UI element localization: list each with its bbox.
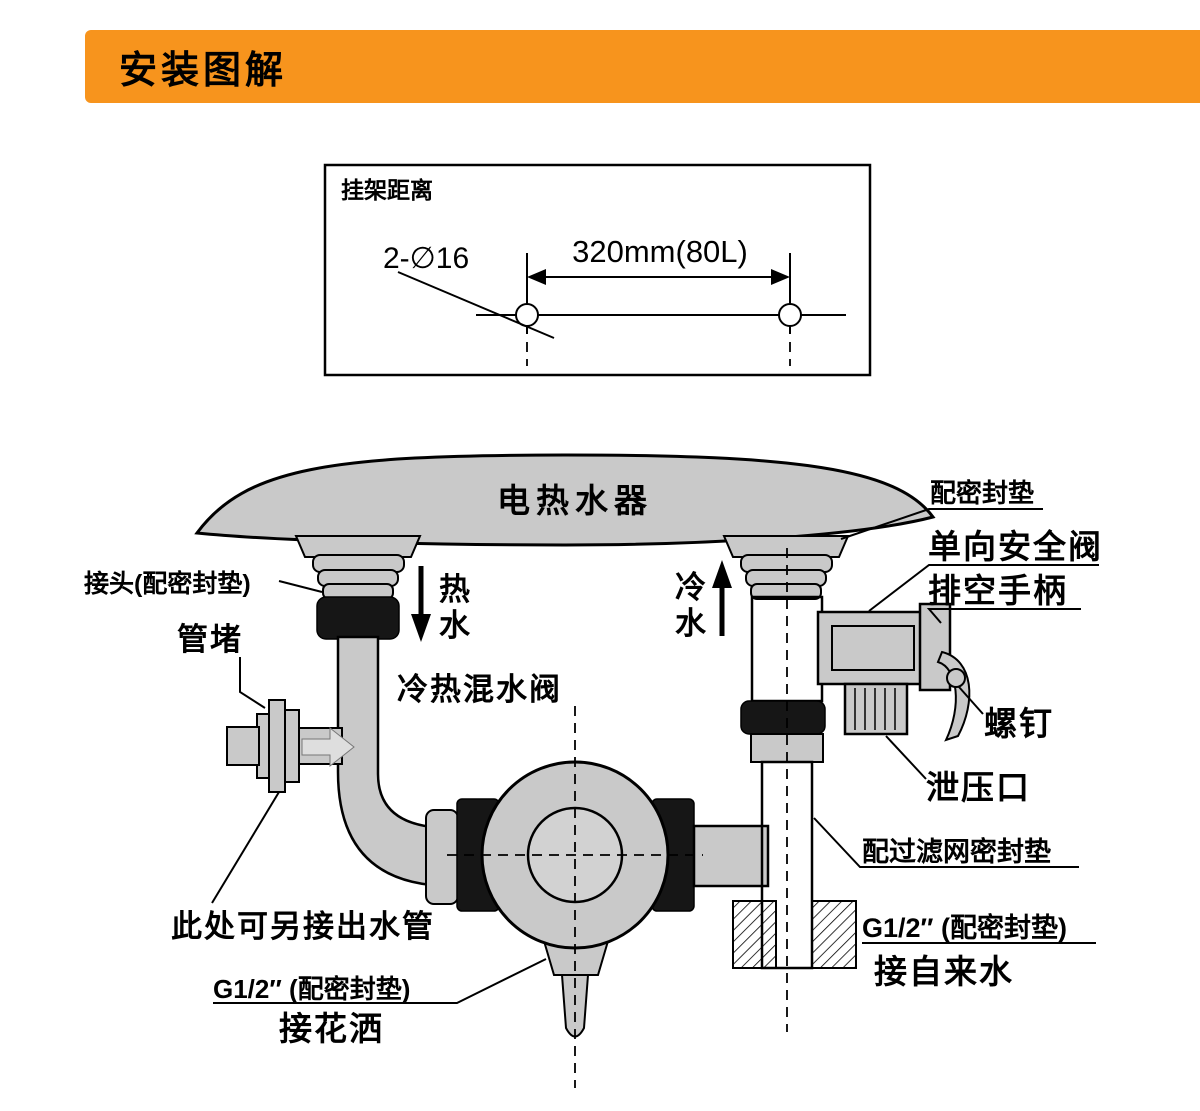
safety-valve-horizontal-body — [816, 610, 932, 686]
water-heater: 电热水器 — [194, 453, 936, 547]
water-heater-shell — [194, 453, 936, 547]
hot-gasket — [316, 596, 400, 640]
cold-water-connection — [722, 535, 971, 1032]
relief-port-label: 泄压口 — [926, 769, 1031, 806]
hot-pipe-union — [425, 809, 459, 905]
handle-screw — [946, 668, 966, 688]
shower-spec-label: G1/2″ (配密封垫) — [213, 974, 410, 1004]
alt-outlet-label: 此处可另接出水管 — [171, 909, 435, 944]
valve-to-cold-pipe — [692, 824, 770, 888]
holes-leader-line — [397, 271, 555, 339]
section-header-bar: 安装图解 — [85, 30, 1200, 103]
distance-dimension-label: 320mm(80L) — [572, 234, 748, 269]
gasket-top-label: 配密封垫 — [930, 478, 1034, 508]
mixing-valve — [447, 706, 770, 1088]
hot-label-1: 热 — [439, 572, 472, 607]
leader-lines — [211, 508, 1099, 1004]
cold-gasket — [740, 700, 826, 735]
cold-label-2: 水 — [675, 606, 708, 641]
dimension-arrow — [527, 269, 790, 285]
wall-fitting-right — [811, 900, 857, 969]
shower-label: 接花洒 — [279, 1010, 384, 1047]
pressure-relief-port — [843, 682, 909, 736]
mixing-valve-label: 冷热混水阀 — [397, 672, 562, 707]
tap-water-label: 接自来水 — [874, 953, 1014, 990]
connector-label: 接头(配密封垫) — [84, 569, 251, 598]
check-valve-label: 单向安全阀 — [928, 528, 1103, 565]
filter-gasket-label: 配过滤网密封垫 — [862, 836, 1051, 867]
hot-label-2: 水 — [439, 608, 472, 643]
drain-handle-lever — [936, 650, 971, 742]
cold-flange — [722, 535, 850, 558]
right-mounting-hole — [778, 303, 802, 327]
bracket-box-title: 挂架距离 — [341, 177, 433, 203]
tap-spec-label: G1/2″ (配密封垫) — [862, 912, 1067, 943]
shower-outlet-tube — [560, 974, 590, 1038]
page-title: 安装图解 — [119, 50, 288, 92]
water-heater-label: 电热水器 — [497, 482, 653, 519]
plug-head — [226, 726, 260, 766]
cold-label-1: 冷 — [675, 570, 708, 605]
pipe-plug-assembly — [226, 699, 355, 793]
wall-fitting-left — [732, 900, 777, 969]
bracket-distance-box: 挂架距离 2-∅16 320mm(80L) — [323, 163, 872, 377]
screw-label: 螺钉 — [984, 705, 1054, 742]
hot-water-arrow — [411, 566, 431, 642]
hot-water-pipe — [336, 635, 464, 905]
flow-direction-arrow — [301, 726, 355, 768]
safety-valve-faceplate — [831, 625, 915, 671]
hot-water-connection — [294, 535, 422, 640]
bracket-box-border — [323, 163, 872, 377]
pipe-plug-label: 管堵 — [177, 622, 243, 657]
hot-flange — [294, 535, 422, 558]
drain-handle-label: 排空手柄 — [928, 572, 1068, 609]
drain-handle-hub — [918, 602, 952, 692]
cold-water-arrow — [712, 560, 732, 636]
holes-dimension-label: 2-∅16 — [383, 242, 469, 275]
